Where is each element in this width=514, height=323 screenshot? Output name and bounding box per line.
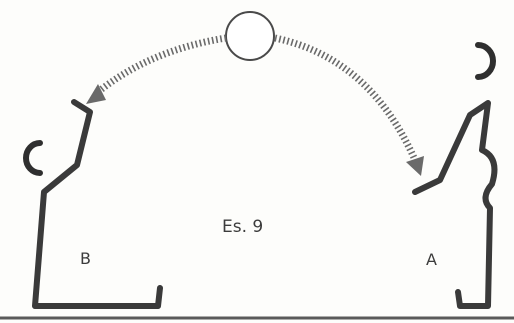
player-a-body (415, 103, 494, 306)
player-b-body (35, 102, 160, 306)
pass-trajectory-right (275, 38, 424, 176)
arrow-left-icon (86, 84, 106, 104)
pass-trajectory-left (86, 38, 226, 104)
player-b-figure (26, 102, 160, 306)
player-b-head (26, 143, 40, 173)
player-a-label: A (426, 250, 437, 269)
arrow-right-icon (406, 156, 424, 176)
player-b-label: B (80, 249, 91, 268)
player-a-head (478, 45, 493, 77)
exercise-label: Es. 9 (222, 217, 263, 237)
ball-icon (226, 12, 274, 60)
